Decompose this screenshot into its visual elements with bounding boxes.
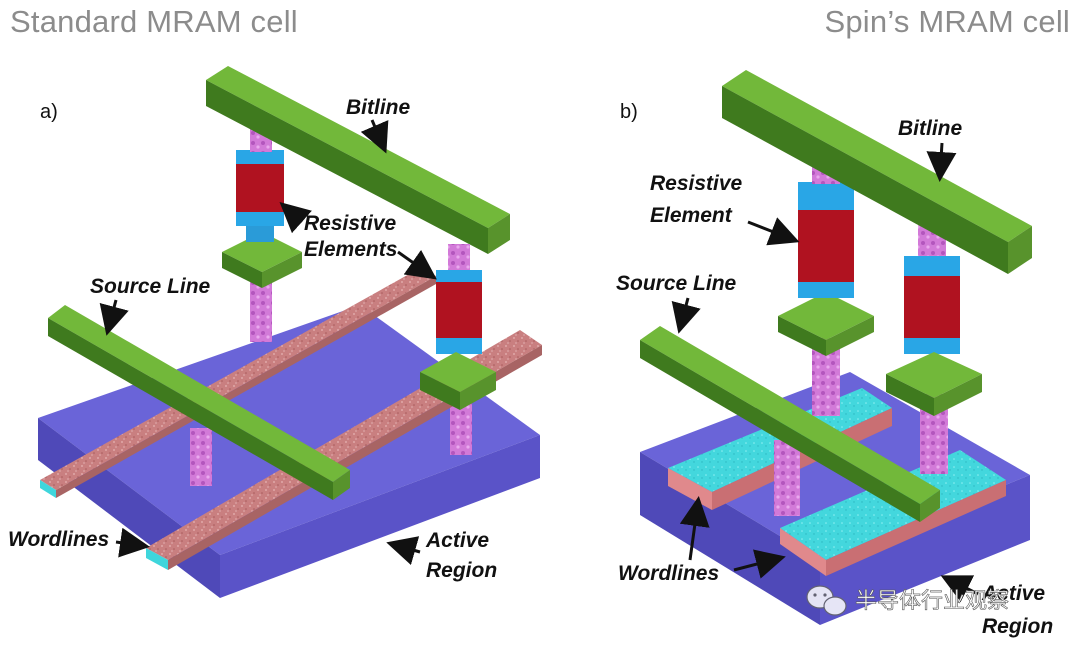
label-source-line-b: Source Line <box>616 272 737 295</box>
label-wordlines-b: Wordlines <box>618 562 719 585</box>
cell-a2 <box>420 244 496 410</box>
label-resistive-b-1: Resistive <box>650 172 743 195</box>
arrow-bitline-a <box>360 119 389 154</box>
watermark-text: 半导体行业观察 <box>855 589 1009 614</box>
watermark: 半导体行业观察 <box>806 585 1009 616</box>
via-a2-lower <box>450 400 472 455</box>
arrow-active-b <box>940 575 979 603</box>
arrow-wordlines-a <box>115 527 150 558</box>
arrow-active-a <box>386 536 421 566</box>
title-standard-mram: Standard MRAM cell <box>10 4 298 39</box>
source-line-a <box>48 305 350 500</box>
panel-a-tag: a) <box>40 101 58 123</box>
label-active-b-2: Region <box>982 615 1053 638</box>
panel-b: b) Resistive Element Bitline Source Line… <box>616 70 1053 638</box>
label-active-b-1: Active <box>981 582 1045 605</box>
bitline-a <box>206 66 510 254</box>
cell-a1 <box>222 118 302 342</box>
arrow-bitline-b <box>926 142 957 182</box>
bitline-b <box>722 70 1032 274</box>
arrow-resistive-b <box>747 217 800 246</box>
wechat-icon <box>806 585 847 616</box>
cell-b1 <box>778 160 874 356</box>
wordline-a1 <box>40 268 436 498</box>
arrow-wordlines-b1 <box>679 496 710 561</box>
arrow-wordlines-b2 <box>733 549 786 579</box>
label-resistive-a-1: Resistive <box>304 212 397 235</box>
via-a1-lower <box>190 428 212 486</box>
label-resistive-b-2: Element <box>650 204 733 227</box>
arrow-source-line-b <box>671 297 701 334</box>
label-active-a-2: Region <box>426 559 497 582</box>
label-source-line-a: Source Line <box>90 275 211 298</box>
arrow-resistive-a2 <box>397 249 437 280</box>
label-resistive-a-2: Elements <box>304 238 397 261</box>
label-wordlines-a: Wordlines <box>8 528 109 551</box>
title-spin-mram: Spin’s MRAM cell <box>824 4 1070 39</box>
label-bitline-b: Bitline <box>898 117 962 140</box>
source-line-b <box>640 326 940 522</box>
via-b1-lower <box>774 440 800 516</box>
panel-b-tag: b) <box>620 101 638 123</box>
panel-a: a) Bitline Resistive Elements Source Lin… <box>8 66 542 598</box>
arrow-source-line-a <box>99 299 129 336</box>
label-active-a-1: Active <box>425 529 489 552</box>
arrow-resistive-a1 <box>279 202 312 234</box>
label-bitline-a: Bitline <box>346 96 410 119</box>
